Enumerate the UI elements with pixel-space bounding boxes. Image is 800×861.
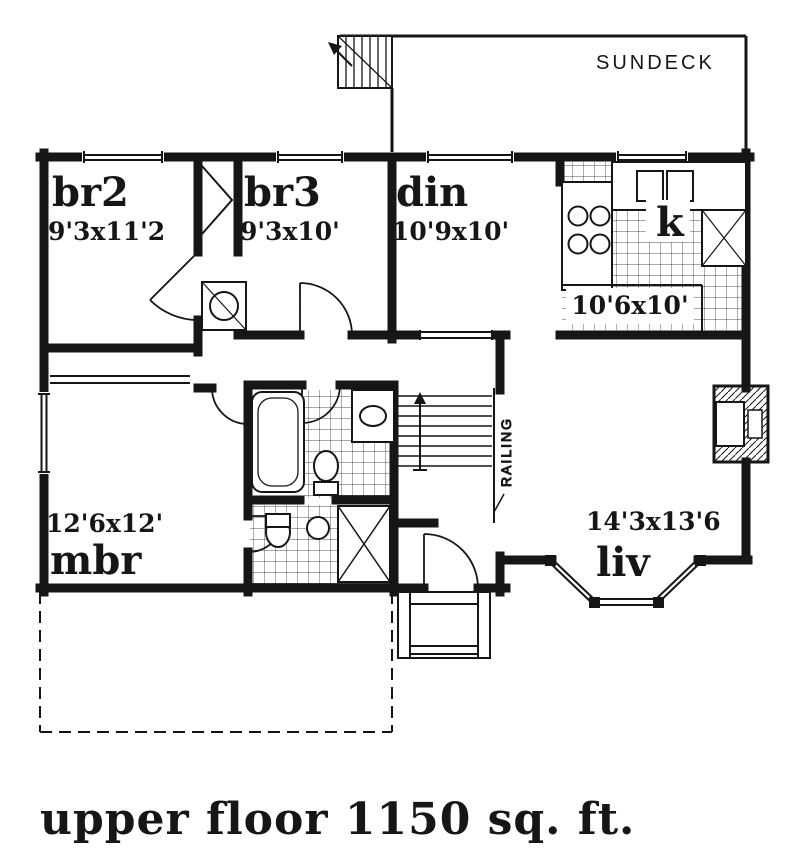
kitchen-counter-left xyxy=(561,181,613,291)
page-title: upper floor 1150 sq. ft. xyxy=(40,794,635,845)
room-label-din: din xyxy=(396,169,468,216)
br2-door xyxy=(149,251,199,321)
sink-icon xyxy=(359,405,387,427)
interior-stairs: RAILING xyxy=(398,388,515,523)
fridge-icon xyxy=(701,209,747,267)
kitchen-window xyxy=(616,151,688,163)
cooktop-burner-icon xyxy=(567,205,589,227)
mbr-window xyxy=(38,392,50,474)
kitchen-name-box xyxy=(646,200,690,242)
stairs-up-arrow-icon xyxy=(413,392,427,471)
br3-window xyxy=(276,151,344,163)
porch-steps xyxy=(397,591,491,659)
lower-deck-outline xyxy=(39,592,393,733)
hall-cased-opening xyxy=(419,330,493,340)
sink-icon xyxy=(306,516,330,540)
mbr-door xyxy=(211,387,249,425)
water-heater-icon xyxy=(209,291,239,321)
room-dims-mbr: 12'6x12' xyxy=(46,509,163,538)
room-labels: br2 9'3x11'2 br3 9'3x10' din 10'9x10' k … xyxy=(46,169,721,586)
room-label-br2: br2 xyxy=(52,169,129,216)
bay-window xyxy=(545,555,706,608)
entry-door xyxy=(423,533,479,589)
stairs-down-arrow-icon xyxy=(328,42,342,55)
toilet-icon xyxy=(313,450,339,496)
room-dims-din: 10'9x10' xyxy=(392,217,509,246)
hall-closet-sliding-door xyxy=(50,375,190,384)
sundeck-stairs-icon xyxy=(328,35,393,89)
windows xyxy=(38,151,688,474)
kitchen-area xyxy=(561,161,747,331)
sundeck: SUNDECK xyxy=(328,34,748,152)
br2-window xyxy=(82,151,164,163)
railing-label: RAILING xyxy=(498,417,514,487)
bath1-vanity xyxy=(351,389,395,443)
railing-leader-line xyxy=(493,493,505,513)
shower-icon xyxy=(337,505,391,583)
room-label-br3: br3 xyxy=(244,169,321,216)
fireplace-icon xyxy=(712,384,770,464)
br3-door xyxy=(299,282,353,336)
room-dims-kitchen: 10'6x10' xyxy=(571,291,688,320)
kitchen-dims-box xyxy=(566,288,694,324)
cooktop-burner-icon xyxy=(589,205,611,227)
din-window xyxy=(426,151,514,163)
cooktop-burner-icon xyxy=(567,233,589,255)
water-heater-closet xyxy=(201,281,247,331)
cooktop-burner-icon xyxy=(589,233,611,255)
kitchen-peninsula-counter xyxy=(562,284,703,331)
bedroom-closet-bifold-door xyxy=(201,165,234,235)
room-dims-liv: 14'3x13'6 xyxy=(586,507,721,536)
room-label-mbr: mbr xyxy=(50,537,142,584)
interior-walls xyxy=(39,152,751,597)
toilet-icon xyxy=(265,513,291,548)
room-dims-br3: 9'3x10' xyxy=(240,217,340,246)
room-label-kitchen: k xyxy=(656,199,685,246)
sundeck-label: SUNDECK xyxy=(596,52,715,74)
stair-treads xyxy=(398,395,492,467)
bathrooms xyxy=(201,281,395,590)
bathtub-icon xyxy=(251,391,305,493)
room-label-liv: liv xyxy=(596,539,651,586)
room-dims-br2: 9'3x11'2 xyxy=(48,217,165,246)
